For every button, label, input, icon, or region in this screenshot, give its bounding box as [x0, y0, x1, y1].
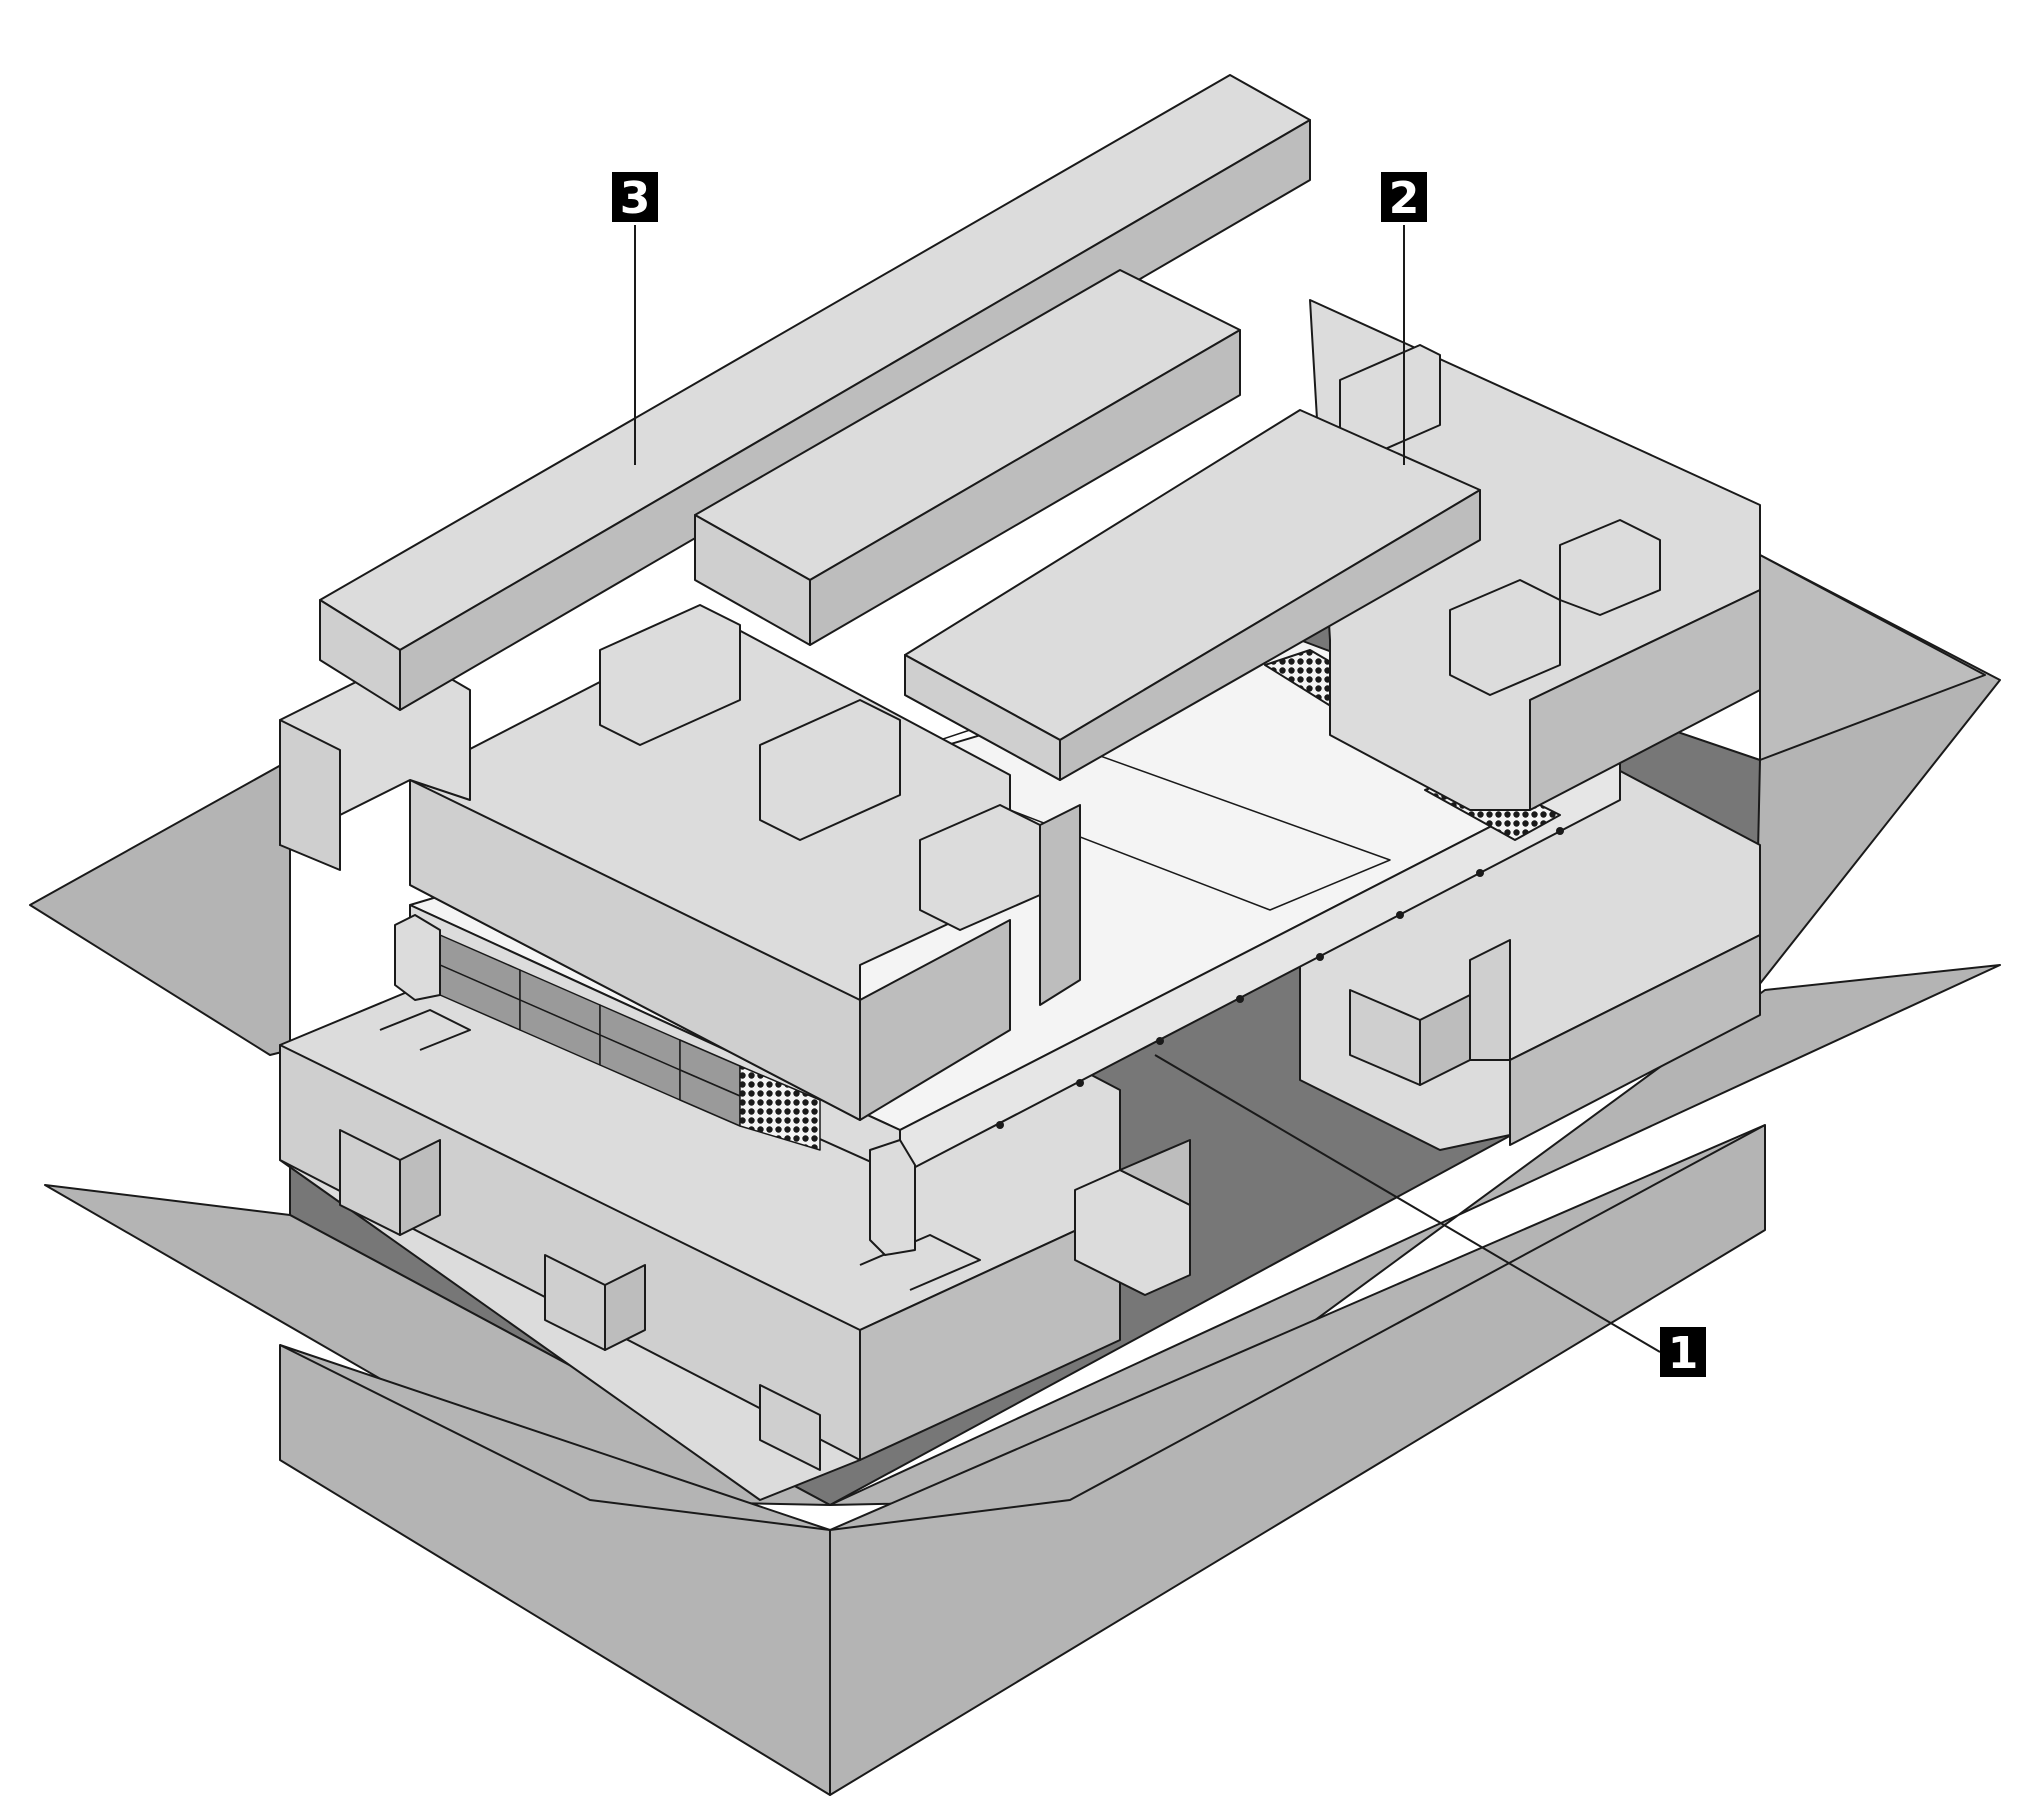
callout-3: 3 [612, 172, 658, 224]
carton-rim [279, 1124, 1766, 1531]
callout-1: 1 [1660, 1327, 1706, 1379]
drive-bays [439, 934, 821, 1151]
callout-2: 2 [1381, 172, 1427, 224]
carton-flap-back-left [29, 759, 291, 1056]
side-foam-right [1309, 299, 1761, 811]
callout-1-label: 1 [1668, 1328, 1699, 1379]
leader-lines [634, 225, 1661, 1353]
carton-wall-right [829, 1124, 1766, 1796]
callout-3-label: 3 [620, 173, 651, 224]
side-foam-left [279, 604, 1081, 1121]
server-rack-ear-right [869, 1139, 916, 1256]
foam-piece-middle [694, 269, 1241, 646]
callout-2-label: 2 [1389, 173, 1420, 224]
server-rail-screws [996, 827, 1564, 1129]
foam-piece-2 [904, 409, 1481, 781]
server-rack-ear-left [394, 914, 441, 1001]
leader-line-1 [1154, 1054, 1661, 1353]
foam-piece-3 [319, 74, 1311, 711]
